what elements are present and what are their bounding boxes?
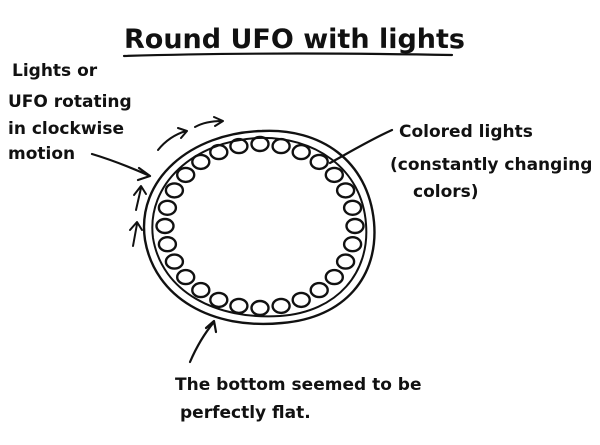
- ufo-light: [209, 291, 229, 309]
- ufo-light: [157, 199, 178, 217]
- ufo-light: [164, 253, 185, 270]
- ufo-light: [291, 143, 311, 161]
- ufo-inner-outline: [151, 136, 368, 318]
- rotation-pointer-arrow: [90, 152, 152, 182]
- ufo-light: [229, 137, 249, 155]
- bottom-label-line-2: perfectly flat.: [180, 403, 311, 423]
- lights-ring: [155, 135, 365, 317]
- ufo-light: [155, 217, 175, 235]
- ufo-light: [335, 182, 356, 199]
- ufo-light: [191, 281, 211, 299]
- ufo-light: [335, 253, 356, 270]
- ufo-light: [324, 268, 344, 286]
- rotation-label-line-4: motion: [8, 144, 75, 164]
- ufo-light: [271, 137, 291, 155]
- arrow-up-lower: [129, 221, 143, 247]
- diagram-title: Round UFO with lights: [124, 24, 465, 55]
- colored-lights-line-2: (constantly changing: [390, 155, 592, 175]
- pointer-arrows: [90, 128, 394, 364]
- rotation-label-line-3: in clockwise: [8, 119, 124, 139]
- ufo-light: [271, 297, 291, 315]
- ufo-light: [250, 135, 270, 153]
- bottom-label-line-1: The bottom seemed to be: [175, 375, 422, 395]
- rotation-label-line-1: Lights or: [12, 61, 98, 81]
- ufo-light: [157, 235, 178, 253]
- ufo-light: [209, 143, 229, 161]
- ufo-light: [309, 153, 329, 171]
- rotation-label-line-2: UFO rotating: [8, 92, 132, 112]
- ufo-outer-outline: [142, 129, 376, 326]
- colored-lights-pointer: [328, 128, 394, 165]
- rotation-arrows: [129, 116, 224, 247]
- ufo-light: [309, 281, 329, 299]
- ufo-light: [250, 299, 270, 317]
- ufo-light: [175, 268, 196, 286]
- ufo-light: [342, 235, 363, 253]
- ufo-light: [324, 166, 344, 184]
- arrow-curve-top: [194, 116, 224, 128]
- colored-lights-line-3: colors): [413, 182, 479, 202]
- ufo-light: [229, 297, 249, 315]
- colored-lights-label: Colored lights (constantly changing colo…: [390, 122, 592, 202]
- ufo-light: [345, 217, 365, 235]
- arrow-up-middle: [133, 185, 147, 211]
- rotation-label: Lights or UFO rotating in clockwise moti…: [8, 61, 132, 164]
- arrow-curve-left: [157, 127, 188, 151]
- colored-lights-line-1: Colored lights: [399, 122, 533, 142]
- ufo-light: [342, 199, 363, 217]
- bottom-label: The bottom seemed to be perfectly flat.: [175, 375, 422, 423]
- ufo-light: [291, 291, 311, 309]
- title-underline: [122, 52, 454, 58]
- bottom-pointer-arrow: [188, 319, 218, 364]
- ufo-light: [175, 166, 196, 184]
- ufo-light: [191, 153, 211, 171]
- ufo-light: [164, 182, 185, 199]
